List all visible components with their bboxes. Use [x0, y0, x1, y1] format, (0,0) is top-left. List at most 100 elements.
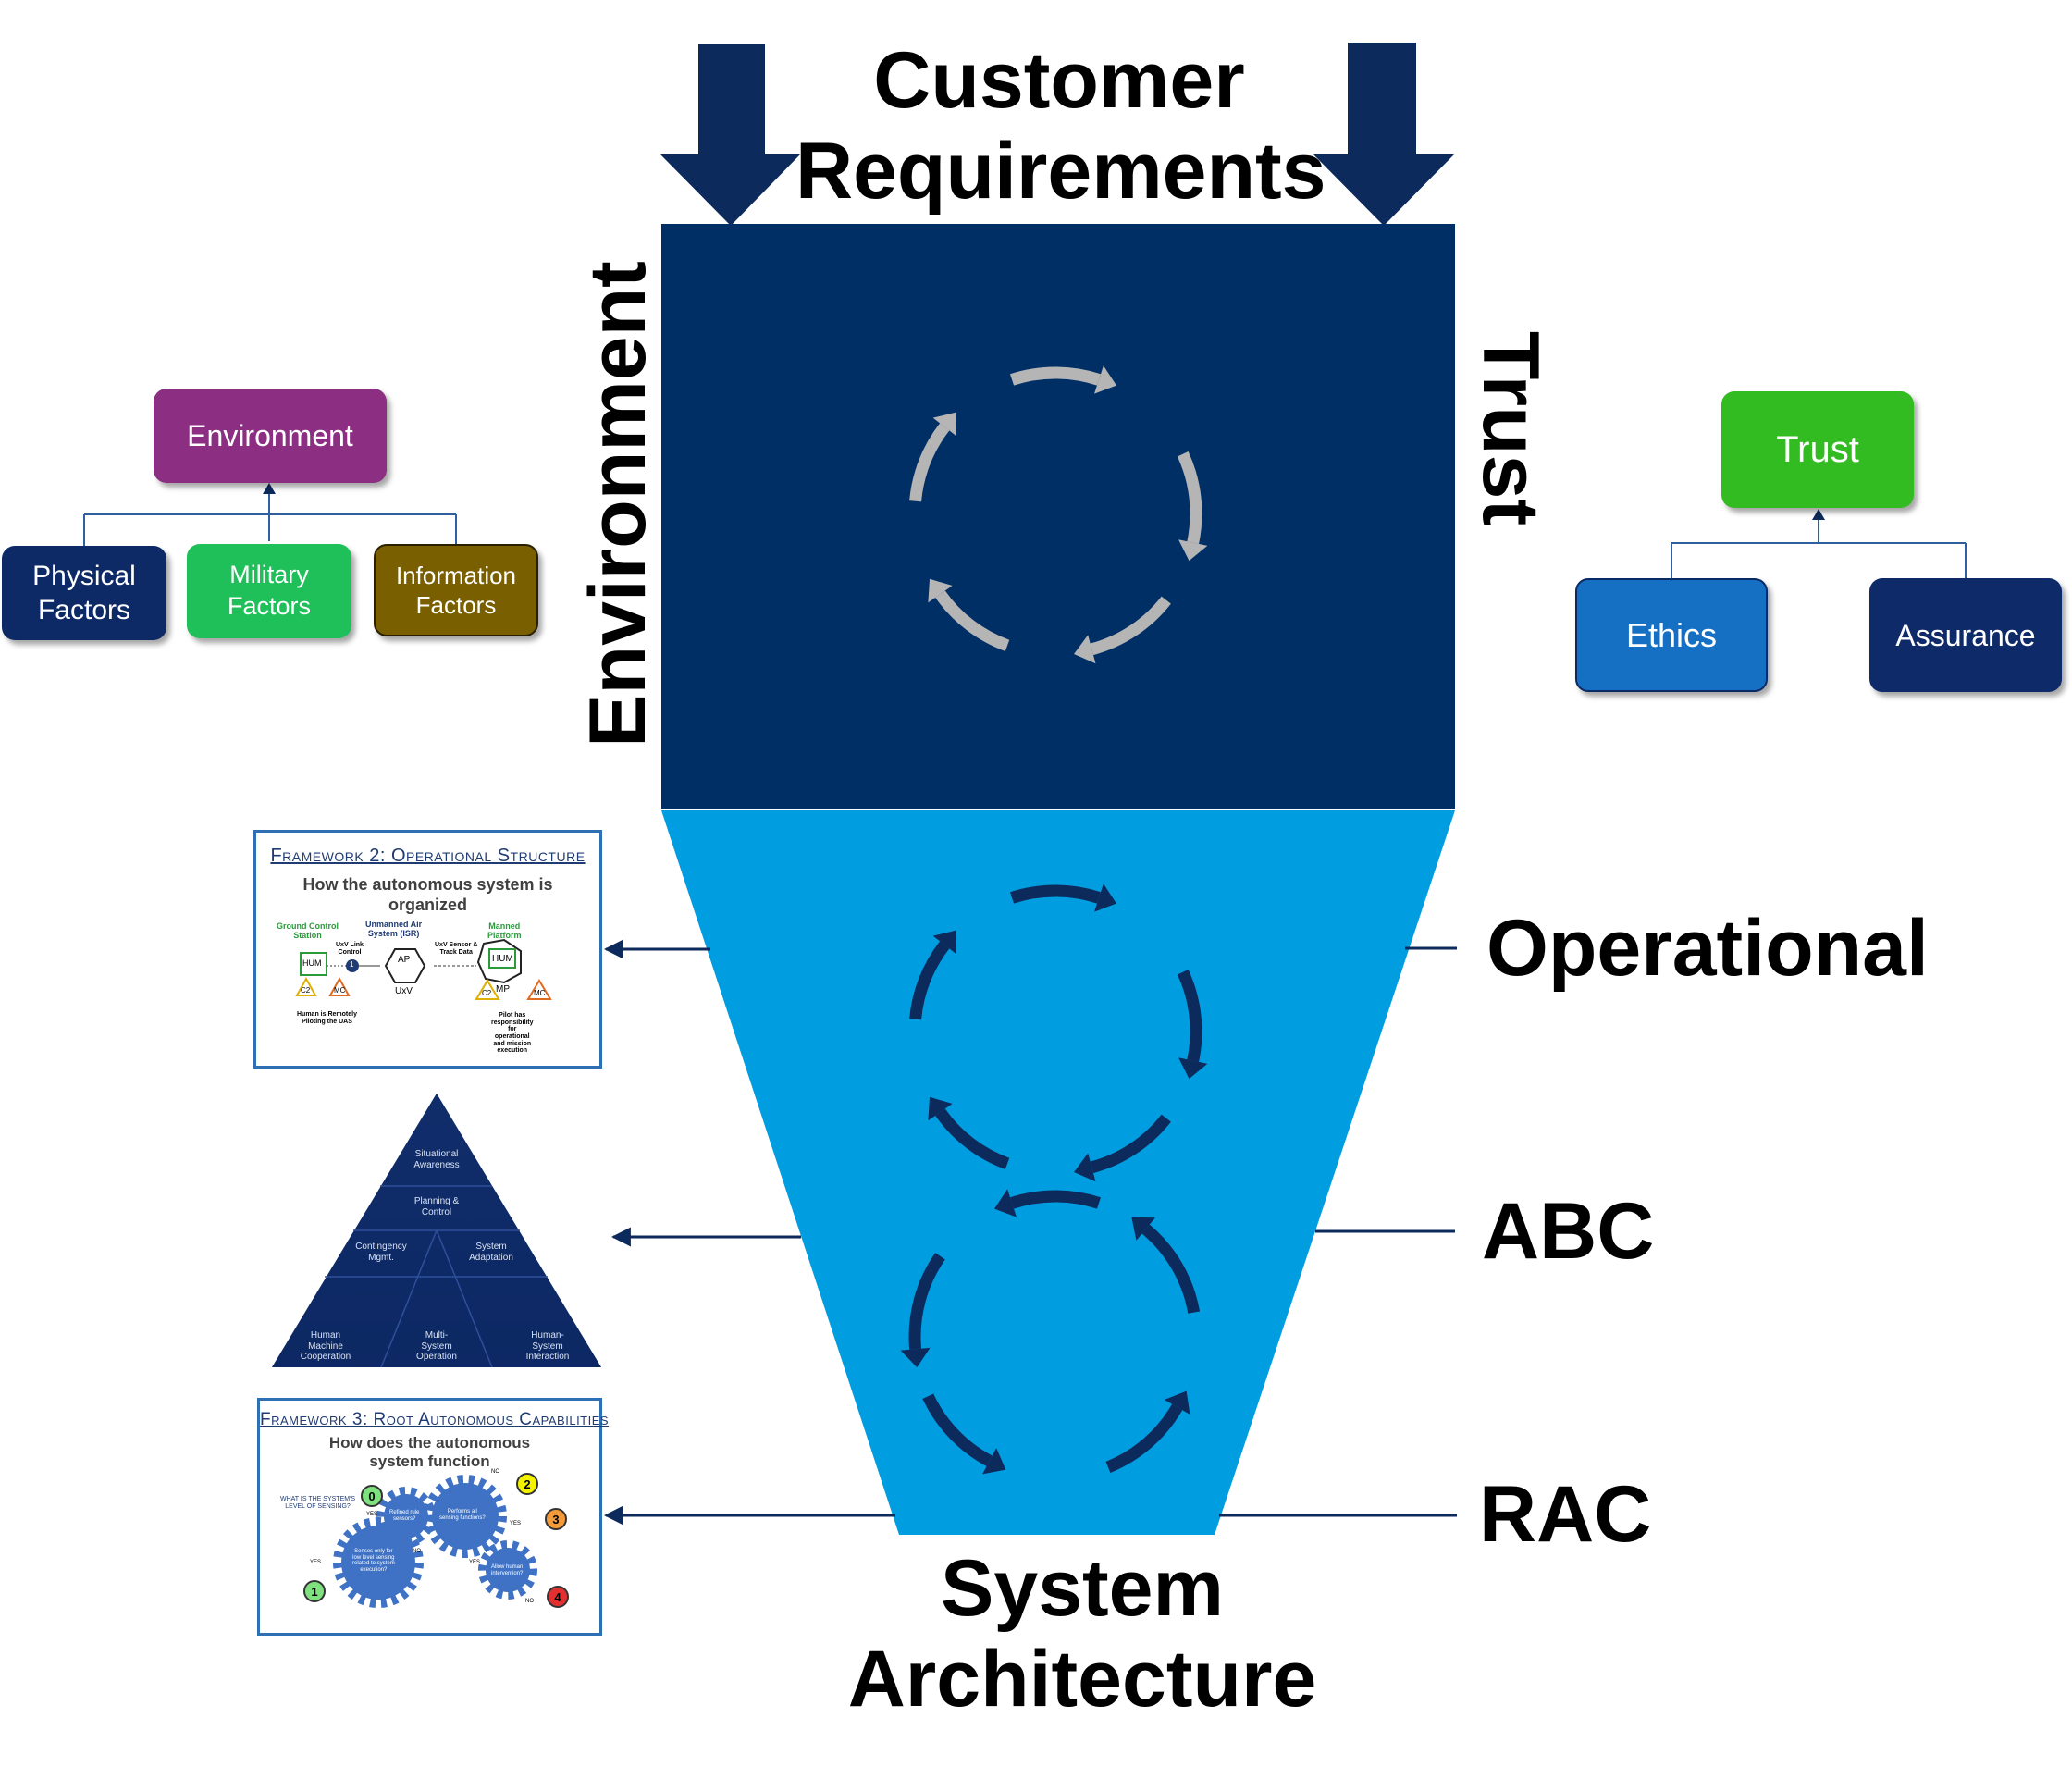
tiny-line: Performs all: [447, 1509, 477, 1514]
cycle-arrow: [1141, 1224, 1201, 1314]
tiny-line: WHAT IS THE SYSTEM'S: [280, 1496, 356, 1502]
system-architecture-label: System Architecture: [796, 1543, 1369, 1724]
cycle-arrow-head: [982, 1448, 1006, 1475]
tiny-line: sensing functions?: [439, 1514, 486, 1521]
cycle-arrow-head: [1131, 1217, 1155, 1241]
tiny-line: Piloting the UAS: [302, 1018, 352, 1025]
tiny-line: Pilot has: [499, 1012, 526, 1019]
pyr-line: Interaction: [525, 1352, 570, 1362]
cycle-arrow-head: [1178, 539, 1208, 562]
cycle-arrow-head: [1094, 884, 1116, 912]
operational-label: Operational: [1486, 904, 1929, 993]
yes-label: YES: [510, 1521, 522, 1526]
cycle-arrow: [935, 1108, 1010, 1169]
abc-cycle-arrows: [900, 1189, 1201, 1475]
tiny-line: sensors?: [393, 1515, 416, 1522]
rac-label: RAC: [1479, 1470, 1652, 1559]
tiny-line: responsibility: [491, 1019, 534, 1026]
trust-cycle-arrows: [909, 365, 1208, 664]
cycle-arrow: [1010, 366, 1101, 386]
cycle-arrow: [909, 941, 950, 1020]
cycle-arrow: [1177, 970, 1202, 1062]
trust-side-label: Trust: [1466, 330, 1555, 526]
tiny-line: intervention?: [491, 1570, 524, 1576]
pyr-line: Contingency: [355, 1242, 407, 1252]
tiny-line: Senses only for: [354, 1549, 393, 1554]
uxv-label: UxV: [395, 986, 413, 996]
tiny-line: UxV Link: [336, 942, 364, 948]
cycle-arrow: [1090, 596, 1171, 656]
physical-factors-box: Physical Factors: [2, 546, 166, 640]
tiny-line: execution?: [360, 1566, 388, 1573]
pyr-line: System: [532, 1341, 563, 1352]
tiny-line: low level sensing: [352, 1554, 395, 1561]
pyr-line: Human-: [531, 1330, 564, 1341]
physical-line: Physical: [32, 560, 136, 591]
tiny-line: Human is Remotely: [297, 1011, 357, 1018]
system-label: System: [941, 1544, 1224, 1633]
subtitle-line: How does the autonomous: [328, 1434, 531, 1452]
factors-line: Factors: [227, 592, 312, 620]
assurance-box: Assurance: [1869, 578, 2062, 692]
subtitle-line: How the autonomous system is: [302, 875, 553, 894]
environment-tree-connectors: [83, 483, 457, 546]
pyr-line: Machine: [308, 1341, 343, 1352]
sensing-question: WHAT IS THE SYSTEM'S LEVEL OF SENSING?: [280, 1496, 355, 1510]
cycle-arrow-head: [1178, 1057, 1208, 1080]
framework2-schematic: [295, 938, 552, 1000]
operational-cycle-arrows: [909, 884, 1208, 1182]
cycle-arrow: [909, 423, 950, 502]
tiny-line: Refined rule: [389, 1510, 420, 1515]
tiny-line: Platform: [487, 930, 522, 940]
information-factors-box: Information Factors: [374, 544, 538, 636]
framework3-gears: [333, 1475, 537, 1608]
cycle-arrow: [1177, 451, 1202, 544]
environment-root-box: Environment: [154, 389, 387, 483]
cycle-arrow: [1010, 884, 1101, 904]
pyr-line: Mgmt.: [368, 1252, 394, 1263]
subtitle-line: system function: [369, 1452, 490, 1471]
abc-label: ABC: [1482, 1187, 1655, 1276]
pyr-line: Operation: [416, 1352, 457, 1362]
tiny-line: execution: [497, 1047, 528, 1055]
framework2-subtitle: How the autonomous system is organized: [256, 875, 599, 915]
tiny-line: related to system: [352, 1561, 395, 1567]
pyr-line: System: [475, 1242, 507, 1252]
cycle-arrow: [935, 590, 1010, 651]
cycle-arrow-head: [1094, 365, 1116, 394]
pyr-line: Multi-: [425, 1330, 449, 1341]
sensor-label: UxV Sensor & Track Data: [435, 942, 477, 956]
pyr-line: System: [421, 1341, 452, 1352]
cycle-arrow-head: [1164, 1390, 1190, 1415]
uas-label: Unmanned Air System (ISR): [365, 920, 423, 939]
pyr-line: Cooperation: [300, 1352, 352, 1362]
level-4-marker: 4: [547, 1586, 569, 1608]
tiny-line: Station: [293, 930, 322, 940]
no-label: NO: [413, 1549, 421, 1554]
cycle-arrow-head: [928, 578, 953, 603]
subtitle-line: organized: [388, 895, 467, 914]
hum-right: HUM: [492, 954, 513, 964]
framework2-title: Framework 2: Operational Structure: [270, 846, 586, 866]
yes-label: YES: [469, 1560, 481, 1565]
cycle-arrow: [1090, 1114, 1171, 1174]
tiny-line: Control: [338, 948, 362, 956]
tiny-line: Unmanned Air: [365, 920, 423, 929]
framework2-panel: Framework 2: Operational Structure How t…: [253, 830, 602, 1069]
yes-label: YES: [310, 1560, 322, 1565]
cycle-arrow-head: [1074, 1153, 1096, 1182]
note-left: Human is Remotely Piloting the UAS: [297, 1011, 357, 1025]
c2-right: C2: [482, 989, 492, 997]
requirements-arrow-right: [1314, 43, 1454, 226]
framework3-subtitle: How does the autonomous system function: [260, 1434, 599, 1472]
system-funnel: [661, 810, 1455, 1535]
tiny-line: LEVEL OF SENSING?: [285, 1502, 351, 1510]
no-label: NO: [525, 1599, 534, 1604]
tiny-line: Allow human: [491, 1564, 524, 1570]
